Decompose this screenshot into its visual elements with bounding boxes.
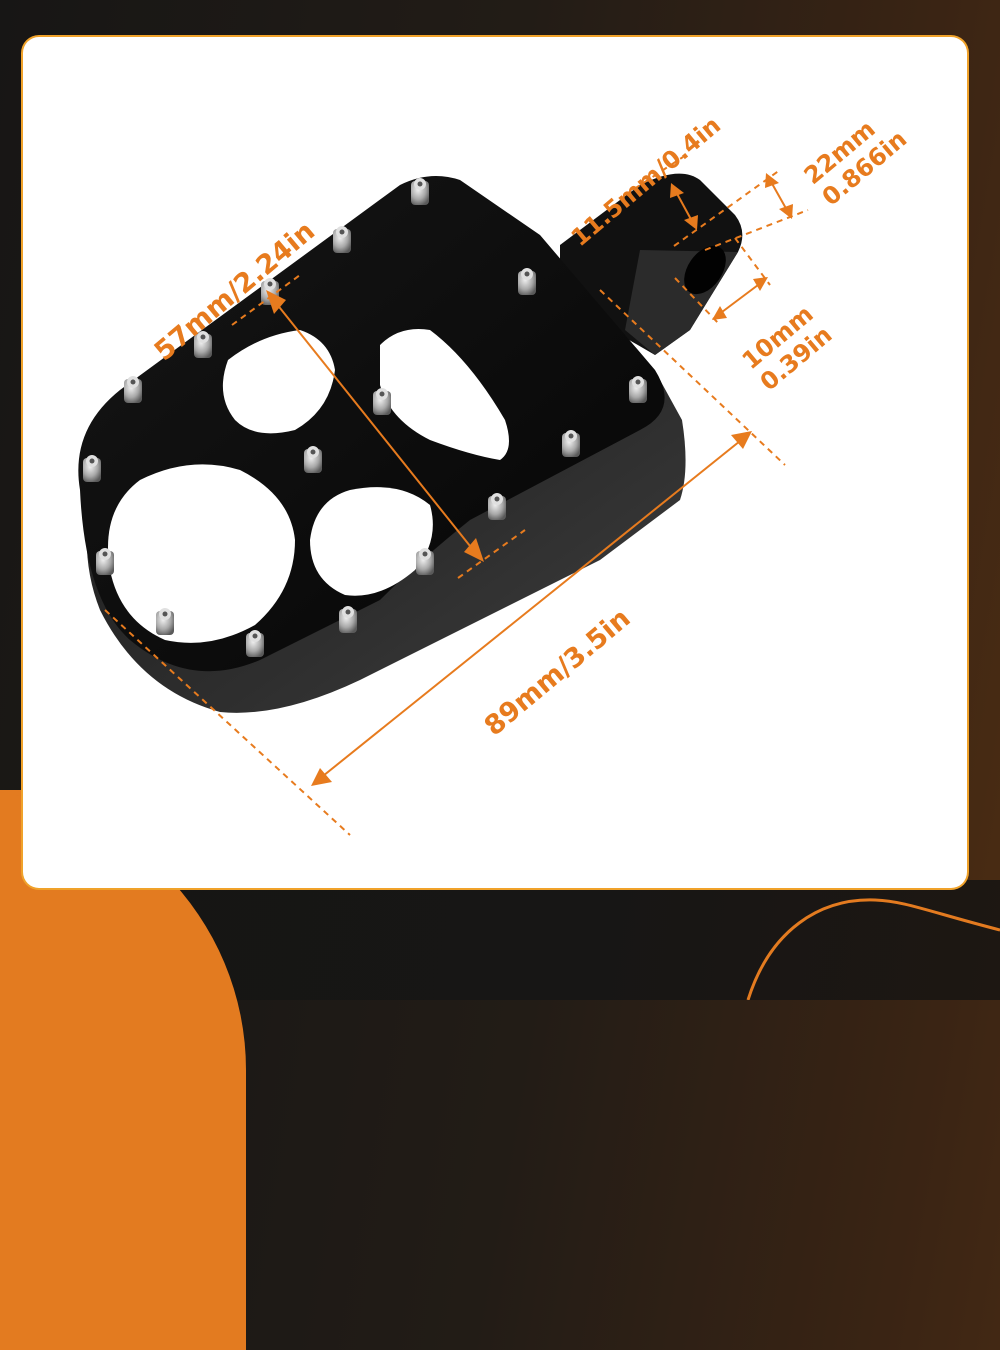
bolt <box>416 548 434 575</box>
bolt <box>488 493 506 520</box>
bolt <box>304 446 322 473</box>
bolt <box>96 548 114 575</box>
bolt <box>373 388 391 415</box>
footpeg-openings <box>108 329 509 643</box>
bolt <box>246 630 264 657</box>
bolt <box>629 376 647 403</box>
bolt <box>124 376 142 403</box>
bolt <box>156 608 174 635</box>
bolt <box>562 430 580 457</box>
bolt <box>83 455 101 482</box>
bolt <box>518 268 536 295</box>
bolt <box>411 178 429 205</box>
bolt <box>339 606 357 633</box>
dimension-arrowheads <box>266 173 793 786</box>
bolts <box>83 178 647 657</box>
bolt <box>333 226 351 253</box>
bolt <box>194 331 212 358</box>
product-illustration <box>78 156 809 836</box>
